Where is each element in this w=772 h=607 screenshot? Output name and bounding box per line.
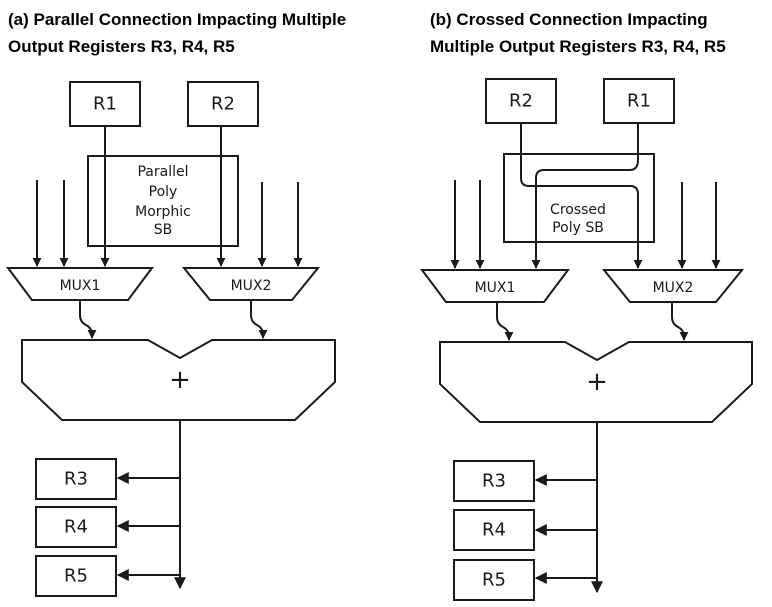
b-mux1-out — [496, 302, 514, 341]
a-reg-r5 — [35, 555, 117, 597]
b-wire-r2-crossed — [520, 123, 643, 269]
a-sb-line2: Poly — [149, 184, 178, 200]
caption-b: (b) Crossed Connection Impacting Multipl… — [430, 6, 726, 60]
a-mux1-out — [79, 300, 97, 339]
b-sb-line1: Crossed — [550, 202, 606, 218]
b-label-r5: R5 — [482, 570, 506, 591]
a-sb-line3: Morphic — [135, 204, 191, 220]
caption-a-line2: Output Registers R3, R4, R5 — [8, 37, 235, 56]
b-switch-box — [503, 153, 655, 243]
b-mux2 — [601, 269, 745, 303]
b-reg-r3 — [453, 460, 535, 502]
b-sb-line2: Poly SB — [552, 220, 604, 236]
b-wire-r1-crossed — [531, 123, 639, 269]
a-switch-box — [87, 155, 239, 247]
b-mux2-out — [671, 302, 689, 341]
a-mux1 — [6, 267, 154, 301]
b-adder-symbol: + — [586, 367, 608, 397]
b-mux1 — [420, 269, 570, 303]
diagram-a — [6, 81, 336, 597]
a-sb-line4: SB — [154, 222, 173, 238]
a-mux1-label: MUX1 — [60, 278, 101, 294]
a-label-r2: R2 — [211, 94, 235, 115]
a-adder-symbol: + — [169, 365, 191, 395]
b-reg-r4 — [453, 509, 535, 551]
b-adder — [439, 341, 753, 423]
a-label-r4: R4 — [64, 517, 88, 538]
a-label-r3: R3 — [64, 469, 88, 490]
a-label-r1: R1 — [93, 94, 117, 115]
a-reg-r2 — [187, 81, 259, 127]
a-sb-line1: Parallel — [137, 164, 188, 180]
a-reg-r3 — [35, 458, 117, 500]
a-mux2-label: MUX2 — [231, 278, 272, 294]
a-reg-r4 — [35, 506, 117, 548]
b-mux1-label: MUX1 — [475, 280, 516, 296]
b-label-r1: R1 — [627, 91, 651, 112]
a-label-r5: R5 — [64, 566, 88, 587]
caption-a-line1: (a) Parallel Connection Impacting Multip… — [8, 10, 347, 29]
b-reg-r5 — [453, 559, 535, 601]
a-adder — [21, 339, 336, 421]
a-mux2-out — [250, 300, 268, 339]
diagram-b — [420, 78, 753, 601]
caption-a: (a) Parallel Connection Impacting Multip… — [8, 6, 346, 60]
b-label-r4: R4 — [482, 520, 506, 541]
b-mux2-label: MUX2 — [653, 280, 694, 296]
b-label-r2: R2 — [509, 91, 533, 112]
caption-b-line1: (b) Crossed Connection Impacting — [430, 10, 708, 29]
a-mux2 — [181, 267, 321, 301]
caption-b-line2: Multiple Output Registers R3, R4, R5 — [430, 37, 726, 56]
b-label-r3: R3 — [482, 471, 506, 492]
